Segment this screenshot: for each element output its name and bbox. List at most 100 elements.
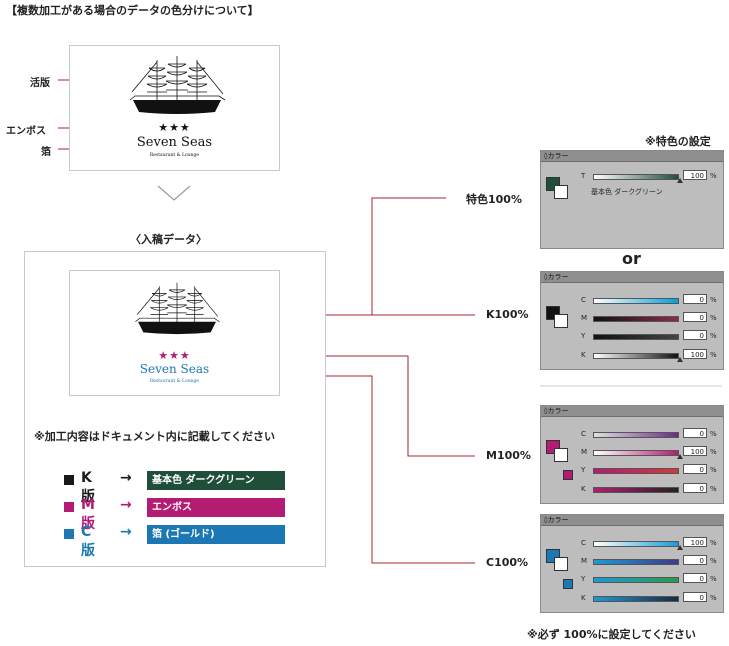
k-slider[interactable]: [593, 487, 679, 493]
channel-label: C: [581, 296, 586, 304]
color-panel-k[interactable]: ◊カラー C 0 % M 0 % Y 0 % K 100 %: [540, 271, 724, 370]
stroke-swatch[interactable]: [554, 314, 568, 328]
label-spot-100: 特色100%: [466, 193, 522, 206]
label-foil: 箔: [41, 147, 51, 158]
panel-header[interactable]: ◊カラー: [541, 406, 723, 417]
top-subtitle: Restaurant & Lounge: [149, 153, 200, 158]
fill-stroke-icon[interactable]: [544, 290, 568, 328]
pct-sign: %: [710, 557, 717, 565]
legend-desc: エンボス: [147, 498, 285, 517]
panel-header[interactable]: ◊カラー: [541, 272, 723, 283]
top-brand-name: Seven Seas: [136, 135, 213, 150]
k-value[interactable]: 0: [683, 592, 707, 602]
tint-thumb[interactable]: [677, 178, 683, 183]
fill-stroke-icon[interactable]: [544, 424, 568, 462]
c-value[interactable]: 0: [683, 294, 707, 304]
footer-note: ※必ず 100%に設定してください: [527, 628, 696, 641]
pct-sign: %: [710, 332, 717, 340]
arrow-icon: →: [120, 470, 132, 486]
channel-label: Y: [581, 466, 586, 474]
label-c-100: C100%: [486, 556, 529, 569]
top-card: ★★★ Seven Seas Restaurant & Lounge: [69, 45, 280, 171]
pct-sign: %: [710, 539, 717, 547]
gamut-swatch[interactable]: [563, 470, 573, 480]
m-slider[interactable]: [593, 316, 679, 322]
k-thumb[interactable]: [677, 357, 683, 362]
legend-square: [64, 529, 74, 539]
pct-sign: %: [710, 314, 717, 322]
m-value[interactable]: 0: [683, 312, 707, 322]
channel-label: C: [581, 539, 586, 547]
channel-label: M: [581, 448, 588, 456]
y-value[interactable]: 0: [683, 330, 707, 340]
stroke-swatch[interactable]: [554, 557, 568, 571]
m-slider[interactable]: [593, 559, 679, 565]
top-stars: ★★★: [158, 121, 191, 134]
color-panel-spot[interactable]: ◊カラー T 100 % 基本色 ダークグリーン: [540, 150, 724, 249]
channel-label: C: [581, 430, 586, 438]
page-title: 【複数加工がある場合のデータの色分けについて】: [6, 4, 259, 17]
pct-sign: %: [710, 430, 717, 438]
m-value[interactable]: 0: [683, 555, 707, 565]
panel-header[interactable]: ◊カラー: [541, 515, 723, 526]
pct-sign: %: [710, 575, 717, 583]
legend-square: [64, 475, 74, 485]
c-thumb[interactable]: [677, 545, 683, 550]
instruction-note: ※加工内容はドキュメント内に記載してください: [34, 430, 276, 443]
c-value[interactable]: 100: [683, 537, 707, 547]
k-value[interactable]: 0: [683, 483, 707, 493]
legend-plate: K 版: [81, 470, 95, 505]
legend-desc: 基本色 ダークグリーン: [147, 471, 285, 490]
tint-slider[interactable]: [593, 174, 679, 180]
channel-label: K: [581, 485, 586, 493]
arrow-icon: →: [120, 524, 132, 540]
pct-sign: %: [710, 485, 717, 493]
tint-value[interactable]: 100: [683, 170, 707, 180]
c-value[interactable]: 0: [683, 428, 707, 438]
legend-plate: C 版: [81, 524, 95, 559]
label-k-100: K100%: [486, 308, 529, 321]
bottom-subtitle: Restaurant & Lounge: [149, 379, 200, 384]
y-value[interactable]: 0: [683, 573, 707, 583]
fill-stroke-icon[interactable]: [544, 169, 568, 199]
channel-label: K: [581, 594, 586, 602]
or-label: or: [622, 249, 641, 268]
tint-label: T: [581, 172, 586, 180]
c-slider[interactable]: [593, 432, 679, 438]
m-value[interactable]: 100: [683, 446, 707, 456]
y-slider[interactable]: [593, 468, 679, 474]
y-slider[interactable]: [593, 334, 679, 340]
pct-sign: %: [710, 448, 717, 456]
channel-label: K: [581, 351, 586, 359]
pct-sign: %: [710, 296, 717, 304]
ship-illustration: [135, 282, 220, 335]
special-color-title: ※特色の設定: [645, 135, 711, 148]
swatch-name: 基本色 ダークグリーン: [591, 188, 663, 196]
fill-stroke-icon[interactable]: [544, 533, 568, 571]
m-thumb[interactable]: [677, 454, 683, 459]
k-value[interactable]: 100: [683, 349, 707, 359]
pct-sign: %: [710, 466, 717, 474]
legend-desc: 箔 (ゴールド): [147, 525, 285, 544]
c-slider[interactable]: [593, 541, 679, 547]
bottom-brand-name: Seven Seas: [139, 362, 210, 376]
label-letterpress: 活版: [30, 78, 50, 89]
legend-plate: M版: [81, 497, 95, 532]
c-slider[interactable]: [593, 298, 679, 304]
gamut-swatch[interactable]: [563, 579, 573, 589]
label-m-100: M100%: [486, 449, 531, 462]
y-value[interactable]: 0: [683, 464, 707, 474]
color-panel-m[interactable]: ◊カラー C 0 % M 100 % Y 0 % K 0 %: [540, 405, 724, 504]
stroke-swatch[interactable]: [554, 448, 568, 462]
stroke-swatch[interactable]: [554, 185, 568, 199]
ship-illustration: [129, 56, 226, 114]
label-emboss: エンボス: [6, 126, 46, 137]
panel-header[interactable]: ◊カラー: [541, 151, 723, 162]
k-slider[interactable]: [593, 596, 679, 602]
color-panel-c[interactable]: ◊カラー C 100 % M 0 % Y 0 % K 0 %: [540, 514, 724, 613]
bottom-stars: ★★★: [158, 349, 191, 362]
y-slider[interactable]: [593, 577, 679, 583]
k-slider[interactable]: [593, 353, 679, 359]
m-slider[interactable]: [593, 450, 679, 456]
pct-sign: %: [710, 594, 717, 602]
